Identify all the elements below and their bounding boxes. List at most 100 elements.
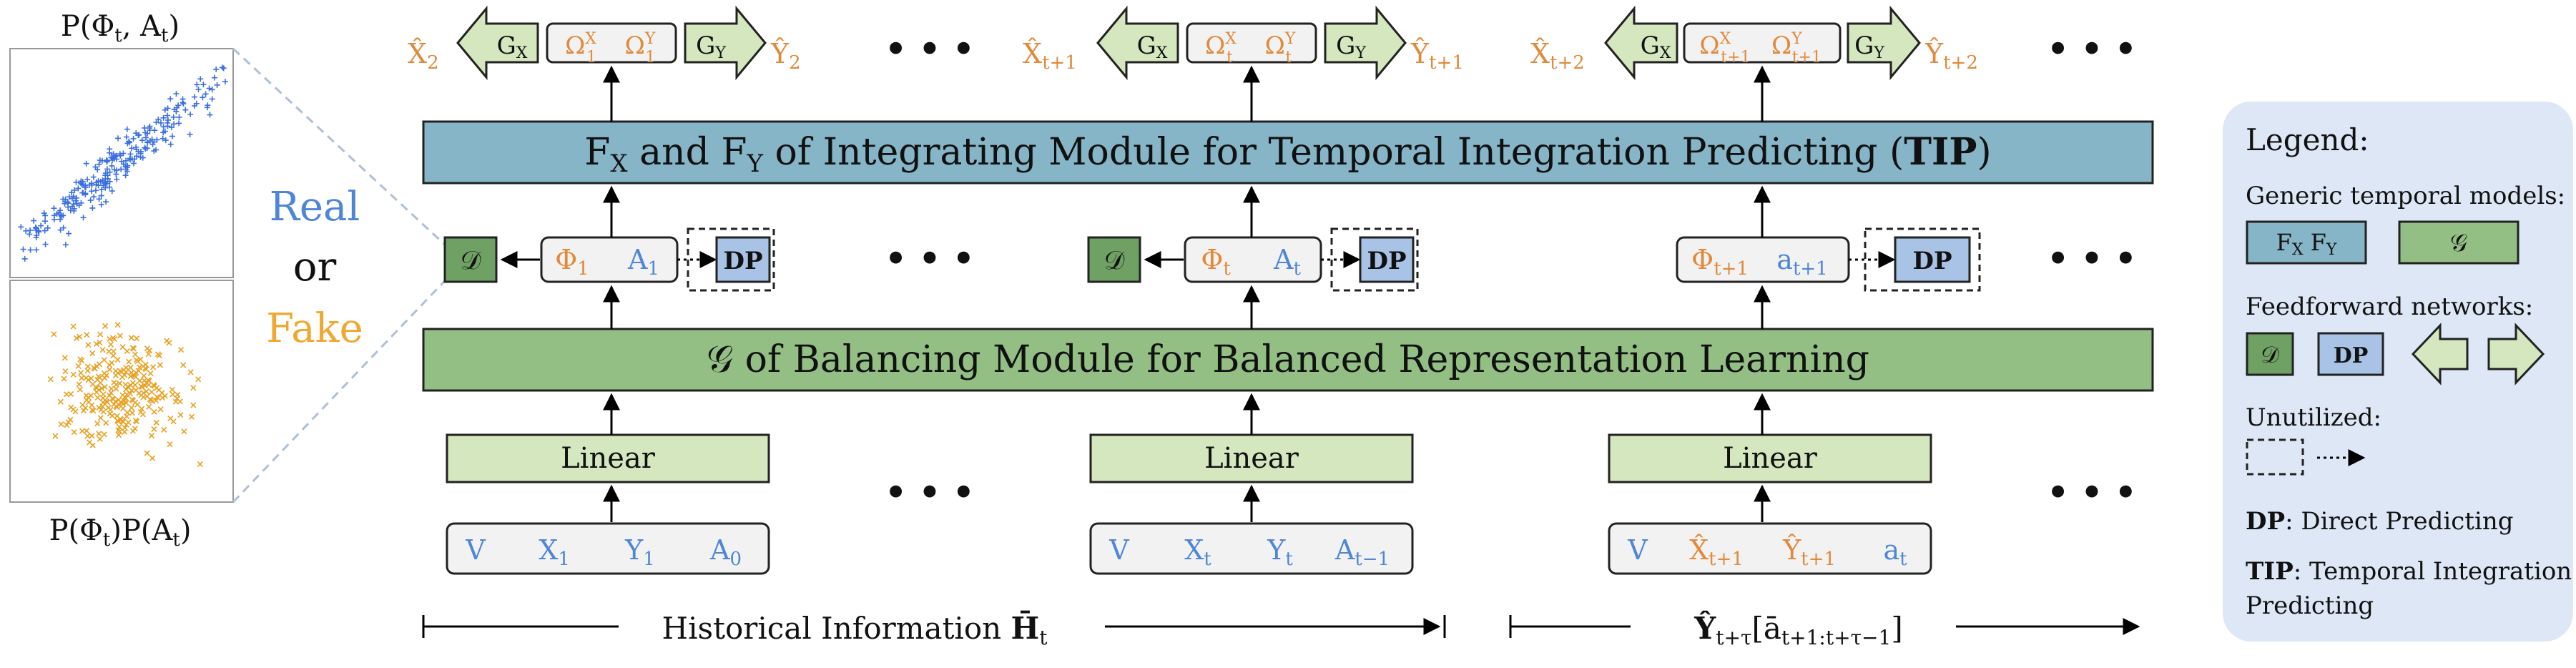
fake-sample-point bbox=[79, 375, 85, 381]
real-sample-point bbox=[83, 160, 89, 167]
fake-sample-point bbox=[77, 333, 83, 340]
real-sample-point bbox=[209, 87, 215, 93]
fake-sample-point bbox=[114, 418, 121, 424]
real-sample-point bbox=[73, 195, 79, 201]
middle-row-group-2: 𝒟 Φt At DP bbox=[1087, 185, 1419, 329]
fake-sample-point bbox=[75, 363, 82, 370]
gx-label: GX bbox=[1137, 31, 1168, 62]
fake-sample-point bbox=[100, 408, 107, 415]
fake-sample-point bbox=[114, 322, 121, 328]
dp-box bbox=[1894, 236, 1971, 283]
real-sample-point bbox=[73, 179, 79, 185]
input-group-1: V X1 Y1 A0 bbox=[446, 522, 770, 575]
real-sample-point bbox=[69, 195, 76, 202]
fake-sample-point bbox=[150, 364, 157, 370]
real-sample-point bbox=[200, 94, 206, 101]
gx-arrow bbox=[1096, 5, 1179, 81]
real-sample-point bbox=[78, 200, 84, 206]
real-sample-point bbox=[194, 82, 200, 88]
real-sample-point bbox=[104, 159, 110, 165]
dp-label: DP bbox=[1912, 247, 1952, 275]
fake-sample-point bbox=[122, 398, 129, 406]
real-sample-point bbox=[38, 222, 44, 229]
real-sample-point bbox=[96, 161, 102, 167]
real-sample-point bbox=[93, 179, 99, 185]
fake-sample-point bbox=[57, 398, 64, 405]
fake-sample-point bbox=[108, 390, 114, 396]
fake-sample-point bbox=[85, 342, 92, 348]
fake-sample-point bbox=[77, 386, 83, 393]
real-sample-point bbox=[35, 227, 41, 234]
fake-sample-point bbox=[151, 426, 157, 433]
real-sample-point bbox=[82, 184, 89, 190]
fake-sample-point bbox=[181, 428, 187, 435]
real-sample-point bbox=[130, 160, 137, 167]
real-sample-point bbox=[129, 145, 135, 152]
real-sample-point bbox=[102, 176, 109, 182]
fake-sample-point bbox=[116, 423, 122, 430]
discriminator-box bbox=[443, 236, 498, 283]
fake-sample-point bbox=[134, 401, 141, 408]
fake-label: Fake bbox=[266, 305, 363, 352]
fake-sample-point bbox=[89, 407, 96, 413]
real-sample-point bbox=[57, 227, 64, 233]
legend-g-box bbox=[2398, 220, 2520, 265]
fake-sample-point bbox=[97, 339, 103, 346]
fake-sample-point bbox=[124, 383, 131, 390]
fake-sample-point bbox=[188, 413, 195, 420]
ellipsis-top-1: • • • bbox=[885, 29, 974, 69]
discriminator-box bbox=[1087, 236, 1141, 283]
fake-sample-point bbox=[79, 358, 85, 364]
fake-sample-point bbox=[153, 419, 159, 426]
real-sample-point bbox=[205, 102, 211, 109]
real-sample-point bbox=[222, 79, 228, 85]
real-sample-point bbox=[41, 227, 48, 234]
real-sample-point bbox=[169, 133, 175, 139]
fake-sample-point bbox=[71, 429, 77, 436]
gy-arrow bbox=[1324, 5, 1407, 81]
real-sample-point bbox=[107, 184, 113, 190]
fake-sample-point bbox=[148, 388, 155, 396]
real-sample-point bbox=[127, 151, 134, 157]
real-sample-point bbox=[91, 194, 97, 200]
real-sample-point bbox=[21, 255, 28, 262]
real-sample-point bbox=[180, 101, 187, 107]
legend-dashed-box bbox=[2246, 438, 2304, 476]
fake-sample-point bbox=[157, 406, 164, 413]
fake-sample-point bbox=[99, 403, 106, 410]
real-sample-point bbox=[36, 229, 42, 235]
fake-sample-point bbox=[141, 373, 147, 379]
real-sample-point bbox=[213, 66, 220, 72]
real-sample-point bbox=[90, 174, 97, 180]
real-sample-point bbox=[27, 227, 34, 233]
fake-sample-point bbox=[100, 391, 107, 398]
fake-sample-point bbox=[139, 406, 145, 412]
fake-sample-point bbox=[128, 405, 135, 411]
real-sample-point bbox=[20, 246, 26, 252]
real-sample-point bbox=[109, 154, 116, 161]
fake-scatter-points bbox=[47, 322, 203, 467]
real-sample-point bbox=[82, 190, 89, 197]
y-hat-label: Ŷ2 bbox=[770, 38, 801, 74]
fake-sample-point bbox=[77, 370, 84, 376]
input-v: V bbox=[1627, 534, 1648, 566]
fake-sample-point bbox=[101, 357, 107, 363]
fake-sample-point bbox=[157, 362, 163, 368]
real-sample-point bbox=[139, 137, 145, 144]
real-sample-point bbox=[18, 224, 24, 230]
fake-sample-point bbox=[128, 335, 134, 341]
fake-sample-point bbox=[94, 394, 101, 401]
real-sample-point bbox=[104, 166, 110, 172]
real-sample-point bbox=[73, 197, 79, 204]
fake-sample-point bbox=[85, 377, 92, 383]
legend-title: Legend: bbox=[2246, 122, 2369, 157]
fake-sample-point bbox=[145, 381, 152, 388]
zoom-line-bottom bbox=[232, 269, 456, 504]
fake-sample-point bbox=[145, 350, 152, 358]
real-sample-point bbox=[99, 187, 105, 193]
middle-row-group-3: Φt+1 at+1 DP bbox=[1676, 185, 1981, 329]
real-sample-point bbox=[131, 156, 137, 162]
fake-sample-point bbox=[111, 336, 117, 343]
fake-sample-point bbox=[132, 418, 139, 424]
legend-generic-heading: Generic temporal models: bbox=[2246, 182, 2565, 210]
